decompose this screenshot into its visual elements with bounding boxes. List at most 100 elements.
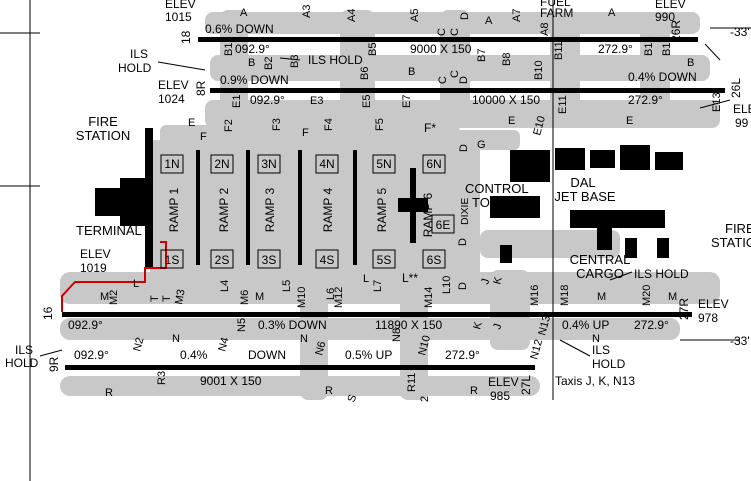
runway-18-heading: 092.9° bbox=[235, 42, 270, 56]
elev-99-label: ELEV bbox=[733, 102, 751, 116]
runway-8r-26l bbox=[210, 88, 725, 93]
control-tower-label: CONTROL bbox=[465, 181, 529, 196]
twy-d-5: D bbox=[457, 238, 469, 246]
twy-d-1: D bbox=[459, 12, 471, 20]
twy-e1: E1 bbox=[231, 95, 243, 108]
runway-18-36 bbox=[198, 37, 698, 42]
twy-n10: N10 bbox=[416, 334, 433, 357]
twy-b11: B11 bbox=[553, 41, 565, 60]
twy-m6: M6 bbox=[239, 290, 251, 305]
twy-m3: M3 bbox=[173, 288, 187, 305]
twy-b13: B13 bbox=[643, 36, 655, 56]
runway-9r-grade: 0.4% bbox=[180, 348, 208, 362]
ramp-5-north: 5N bbox=[376, 157, 391, 171]
connector-k-surface bbox=[490, 270, 530, 350]
ils-hold-1: ILS bbox=[130, 47, 148, 61]
twy-n13: N13 bbox=[536, 314, 553, 337]
cargo-apron bbox=[480, 230, 620, 258]
twy-c-3: C bbox=[449, 70, 461, 78]
runway-16-dims: 11890 X 150 bbox=[375, 318, 442, 332]
twy-b8: B8 bbox=[501, 53, 513, 66]
ramp-boxes bbox=[160, 154, 455, 269]
runway-9r-heading2: 272.9° bbox=[445, 348, 480, 362]
twy-t-2: T bbox=[161, 295, 173, 302]
twy-m16: M16 bbox=[529, 285, 541, 306]
twy-n8: N8 bbox=[391, 328, 403, 342]
runway-16-heading: 092.9° bbox=[68, 318, 103, 332]
buildings-east bbox=[490, 145, 683, 263]
twy-k-2: K bbox=[491, 275, 505, 286]
ramp-5-south: 5S bbox=[377, 253, 392, 267]
runway-9r-heading: 092.9° bbox=[74, 348, 109, 362]
twy-r-3: R bbox=[470, 385, 478, 397]
runway-18-end: 18 bbox=[179, 30, 193, 44]
twy-b1: B1 bbox=[223, 43, 235, 56]
twy-a5: A5 bbox=[409, 9, 421, 22]
runway-26l-end: 26L bbox=[729, 78, 743, 98]
twy-d-4: D bbox=[457, 282, 469, 290]
twy-n6: N6 bbox=[313, 340, 328, 357]
twy-m14: M14 bbox=[423, 287, 435, 308]
twy-a4: A4 bbox=[346, 9, 358, 22]
twy-c-2: C bbox=[437, 76, 449, 84]
twy-f5: F5 bbox=[374, 118, 386, 131]
twy-l10: L10 bbox=[441, 276, 453, 294]
runway-9r-dims: 9001 X 150 bbox=[200, 374, 262, 388]
runway-8r-dims: 10000 X 150 bbox=[472, 93, 540, 107]
twy-e-2: E bbox=[508, 115, 515, 127]
runway-8r-heading2: 272.9° bbox=[628, 93, 663, 107]
ramp-6-south: 6S bbox=[427, 253, 442, 267]
twy-n2: N2 bbox=[131, 336, 146, 353]
control-tower-building bbox=[510, 150, 550, 182]
twy-b15: B15 bbox=[661, 36, 673, 56]
twy-b7: B7 bbox=[476, 49, 488, 62]
connector-b10-surface bbox=[550, 30, 580, 120]
twy-b-3: B bbox=[687, 57, 694, 69]
runway-16-end: 16 bbox=[41, 306, 55, 320]
fire-station-east-label: FIRE bbox=[725, 221, 751, 236]
twy-l4: L4 bbox=[219, 280, 231, 292]
elev-99-value: 99 bbox=[735, 116, 749, 130]
twy-n4: N4 bbox=[216, 336, 231, 353]
runway-27l-end: 27L bbox=[519, 375, 533, 395]
fuel-farm-label: FUEL bbox=[540, 0, 571, 9]
twy-e11: E11 bbox=[557, 95, 569, 114]
runway-27r-end: 27R bbox=[677, 298, 691, 320]
control-tower-label-2: TOWER bbox=[472, 195, 520, 210]
twy-m20: M20 bbox=[641, 285, 653, 306]
twy-f3: F3 bbox=[271, 118, 283, 131]
twy-n12: N12 bbox=[528, 338, 545, 361]
runways bbox=[62, 37, 725, 370]
runway-8r-grade: 0.9% DOWN bbox=[220, 73, 289, 87]
twy-n5: N5 bbox=[236, 318, 248, 332]
connector-n10-surface bbox=[400, 290, 428, 400]
red-hot-spot-route bbox=[61, 241, 167, 312]
ramp-1-label: RAMP 1 bbox=[167, 187, 181, 232]
elev-1015-label: ELEV bbox=[165, 0, 196, 11]
ils-hold-1b: HOLD bbox=[118, 61, 152, 75]
twy-n-3: N bbox=[592, 333, 600, 345]
ramp-6-east: 6E bbox=[436, 218, 451, 232]
ramp-3-label: RAMP 3 bbox=[263, 187, 277, 232]
twy-g: G bbox=[477, 139, 486, 151]
fuel-farm-label-2: FARM bbox=[540, 6, 573, 20]
ramp-4-label: RAMP 4 bbox=[321, 187, 335, 232]
twy-b2: B2 bbox=[263, 57, 275, 70]
twy-m-1: M bbox=[100, 291, 109, 303]
runway-8r-grade2: 0.4% DOWN bbox=[628, 70, 697, 84]
elev-990-label: ELEV bbox=[655, 0, 686, 11]
twy-e5: E5 bbox=[361, 95, 373, 108]
twy-l-1: L bbox=[133, 278, 139, 290]
ramp-1-south: 1S bbox=[165, 253, 180, 267]
latitude-marker-33: -33' bbox=[730, 334, 750, 348]
twy-l6: L6 bbox=[325, 288, 337, 300]
twy-2: 2 bbox=[419, 396, 431, 402]
runway-9r-27l bbox=[65, 365, 535, 370]
elev-978-label: ELEV bbox=[698, 297, 729, 311]
twy-f2: F2 bbox=[223, 119, 235, 132]
runway-9r-end: 9R bbox=[47, 356, 61, 372]
twy-m-4: M bbox=[668, 291, 677, 303]
twy-r-1: R bbox=[105, 387, 113, 399]
